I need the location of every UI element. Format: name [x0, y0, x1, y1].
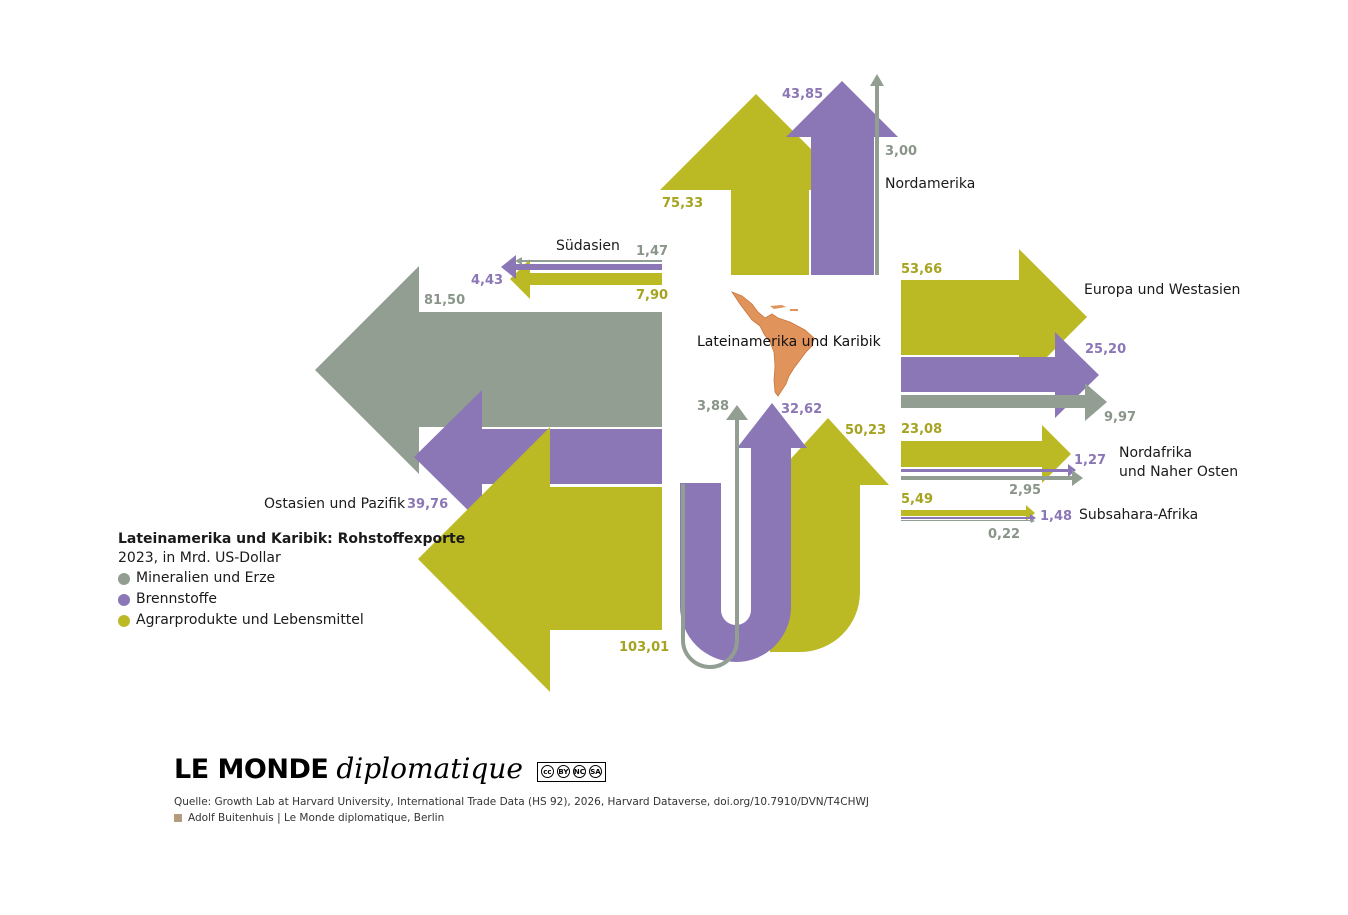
credit-line: Adolf Buitenhuis | Le Monde diplomatique… [174, 812, 1074, 824]
legend-title: Lateinamerika und Karibik: Rohstoffexpor… [118, 531, 466, 547]
brand-name-bold: LE MONDE [174, 754, 329, 785]
arrow-suedasien-agri [510, 259, 662, 299]
arrow-subsahara-minerals [901, 519, 1035, 523]
region-label-europa: Europa und Westasien [1084, 282, 1240, 298]
arrow-intra-fuels [680, 403, 807, 662]
value-eu-fuels: 25,20 [1085, 342, 1126, 357]
brand-logo: LE MONDE diplomatique cc BY NC SA [174, 752, 1074, 786]
arrow-ostasien-minerals [315, 266, 662, 474]
brand-name-italic: diplomatique [336, 752, 523, 785]
arrow-nordafrika-agri [901, 425, 1071, 483]
value-sa-agri: 7,90 [636, 288, 668, 303]
cc-license-icon: cc BY NC SA [536, 761, 606, 782]
region-label-nordafrika-1: Nordafrika [1119, 445, 1192, 461]
latin-america-map [730, 291, 815, 397]
cc-by-icon: BY [556, 765, 570, 778]
value-eu-agri: 53,66 [901, 262, 942, 277]
value-na-fuels: 43,85 [782, 87, 823, 102]
arrow-nordamerika-agri [660, 94, 852, 275]
arrow-intra-minerals-head [726, 405, 748, 420]
source-note: Quelle: Growth Lab at Harvard University… [174, 795, 869, 808]
arrow-nordamerika-fuels [786, 81, 898, 275]
region-label-nordafrika-2: und Naher Osten [1119, 464, 1238, 480]
region-label-nordamerika: Nordamerika [885, 176, 975, 192]
arrow-suedasien-fuels [501, 255, 662, 279]
value-nm-agri: 23,08 [901, 422, 942, 437]
arrow-nordamerika-minerals [870, 74, 884, 275]
value-sa-min: 1,47 [636, 244, 668, 259]
footer: LE MONDE diplomatique cc BY NC SA Quelle… [174, 752, 1074, 824]
arrow-intra-agri [767, 418, 889, 652]
value-la-fuels: 32,62 [781, 402, 822, 417]
value-la-agri: 50,23 [845, 423, 886, 438]
arrow-ostasien-agri [418, 427, 662, 692]
region-label-ostasien: Ostasien und Pazifik [264, 496, 406, 512]
region-label-suedasien: Südasien [556, 238, 620, 254]
value-la-min: 3,88 [697, 399, 729, 414]
arrow-europa-minerals [901, 383, 1107, 421]
cc-nc-icon: NC [572, 765, 586, 778]
caribbean-islands [770, 305, 798, 311]
arrow-subsahara-agri [901, 505, 1035, 521]
center-label: Lateinamerika und Karibik [697, 334, 882, 350]
value-ea-fuels: 39,76 [407, 497, 448, 512]
value-ss-fuels: 1,48 [1040, 509, 1072, 524]
legend-dot-agri [118, 614, 130, 627]
arrow-europa-fuels [901, 332, 1099, 418]
legend-label-minerals: Mineralien und Erze [136, 570, 276, 586]
arrow-europa-agri [901, 249, 1087, 385]
value-nm-fuels: 1,27 [1074, 453, 1106, 468]
value-ss-min: 0,22 [988, 527, 1020, 542]
cc-sa-icon: SA [588, 765, 602, 778]
legend-item-agri: Agrarprodukte und Lebensmittel [118, 610, 478, 631]
cc-icon: cc [540, 765, 554, 778]
value-na-agri: 75,33 [662, 196, 703, 211]
legend-dot-minerals [118, 572, 130, 585]
arrow-suedasien-minerals [515, 257, 662, 265]
value-ea-agri: 103,01 [619, 640, 669, 655]
arrow-nordafrika-fuels [901, 464, 1076, 477]
arrow-subsahara-fuels [901, 514, 1036, 522]
value-nm-min: 2,95 [1009, 483, 1041, 498]
value-sa-fuels: 4,43 [471, 273, 503, 288]
value-eu-min: 9,97 [1104, 410, 1136, 425]
credit-square-icon [174, 813, 182, 822]
legend-item-fuels: Brennstoffe [118, 589, 478, 610]
value-ea-min: 81,50 [424, 293, 465, 308]
credit-text: Adolf Buitenhuis | Le Monde diplomatique… [188, 811, 445, 824]
arrow-nordafrika-minerals [901, 470, 1083, 486]
legend: Lateinamerika und Karibik: Rohstoffexpor… [118, 530, 478, 631]
legend-subtitle: 2023, in Mrd. US-Dollar [118, 550, 281, 566]
value-na-min: 3,00 [885, 144, 917, 159]
region-label-subsahara: Subsahara-Afrika [1079, 507, 1198, 523]
value-ss-agri: 5,49 [901, 492, 933, 507]
legend-label-agri: Agrarprodukte und Lebensmittel [136, 612, 364, 628]
legend-label-fuels: Brennstoffe [136, 591, 218, 607]
legend-item-minerals: Mineralien und Erze [118, 568, 478, 589]
arrow-intra-minerals [681, 418, 739, 669]
legend-dot-fuels [118, 593, 130, 606]
